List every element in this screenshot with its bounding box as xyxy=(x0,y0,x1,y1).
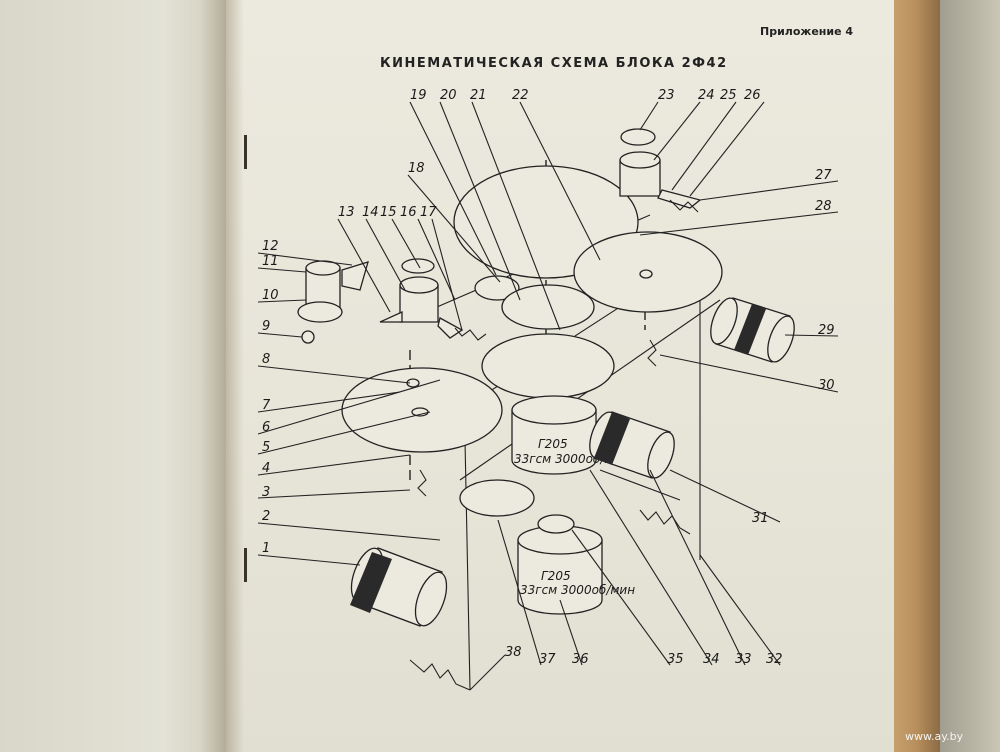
spring-38 xyxy=(409,659,471,691)
callout-29: 29 xyxy=(818,323,835,338)
pulley-37 xyxy=(459,479,535,517)
callout-9: 9 xyxy=(262,319,270,334)
binding-staple xyxy=(244,548,247,582)
callout-labels: 1 2 3 4 5 6 7 8 9 10 11 12 13 14 15 16 1… xyxy=(262,88,835,667)
callout-25: 25 xyxy=(720,88,737,103)
callout-6: 6 xyxy=(262,420,270,435)
callout-11: 11 xyxy=(262,254,279,269)
spring xyxy=(639,509,691,535)
callout-34: 34 xyxy=(703,652,720,667)
callout-16: 16 xyxy=(400,205,417,220)
page-fold xyxy=(226,0,244,752)
callout-30: 30 xyxy=(818,378,835,393)
spring xyxy=(647,339,657,367)
callout-7: 7 xyxy=(262,398,271,413)
disk-mid xyxy=(481,333,615,399)
spring xyxy=(454,327,487,341)
callout-22: 22 xyxy=(512,88,529,103)
callout-38: 38 xyxy=(505,645,522,660)
spring xyxy=(417,469,427,497)
callout-15: 15 xyxy=(380,205,397,220)
callout-3: 3 xyxy=(262,485,270,500)
callout-20: 20 xyxy=(440,88,457,103)
callout-10: 10 xyxy=(262,288,279,303)
callout-13: 13 xyxy=(338,205,355,220)
watermark: www.ay.by xyxy=(905,730,964,743)
left-page xyxy=(0,0,232,752)
pulley-hub xyxy=(639,269,653,279)
callout-32: 32 xyxy=(766,652,783,667)
callout-26: 26 xyxy=(744,88,761,103)
mechanism-23-26 xyxy=(619,128,702,209)
callout-35: 35 xyxy=(667,652,684,667)
spring xyxy=(669,199,699,213)
callout-1: 1 xyxy=(262,541,270,556)
callout-31: 31 xyxy=(752,511,769,526)
callout-2: 2 xyxy=(262,509,270,524)
callout-24: 24 xyxy=(698,88,715,103)
roller-29 xyxy=(710,297,795,363)
motor-model: Г205 xyxy=(541,569,571,583)
pulley-21 xyxy=(501,284,595,330)
motor-upper: Г205 33гсм 3000об/мин xyxy=(511,395,629,475)
callout-12: 12 xyxy=(262,239,279,254)
belt-line xyxy=(464,439,471,691)
callout-37: 37 xyxy=(539,652,556,667)
callout-17: 17 xyxy=(420,205,437,220)
callout-36: 36 xyxy=(572,652,589,667)
appendix-label: Приложение 4 xyxy=(760,25,854,38)
motor-spec: 33гсм 3000об/мин xyxy=(520,583,635,597)
callout-19: 19 xyxy=(410,88,427,103)
binding-staple xyxy=(244,135,247,169)
roller-31 xyxy=(589,411,675,479)
callout-27: 27 xyxy=(815,168,832,183)
motor-model: Г205 xyxy=(538,437,568,451)
callout-33: 33 xyxy=(735,652,752,667)
callout-28: 28 xyxy=(815,199,832,214)
background-surface xyxy=(930,0,1000,752)
callout-5: 5 xyxy=(262,440,270,455)
callout-14: 14 xyxy=(362,205,379,220)
belt-line xyxy=(599,469,681,501)
pulley-20 xyxy=(474,275,520,301)
leader-lines xyxy=(257,101,839,691)
mechanism-10-12 xyxy=(297,260,369,344)
callout-21: 21 xyxy=(470,88,487,103)
callout-4: 4 xyxy=(262,461,270,476)
mechanism-13-17 xyxy=(379,258,464,339)
roller-1 xyxy=(350,547,448,627)
callout-23: 23 xyxy=(658,88,675,103)
callout-18: 18 xyxy=(408,161,425,176)
callout-8: 8 xyxy=(262,352,270,367)
motor-lower: Г205 33гсм 3000об/мин xyxy=(517,514,635,615)
page-title: КИНЕМАТИЧЕСКАЯ СХЕМА БЛОКА 2Ф42 xyxy=(380,56,728,71)
